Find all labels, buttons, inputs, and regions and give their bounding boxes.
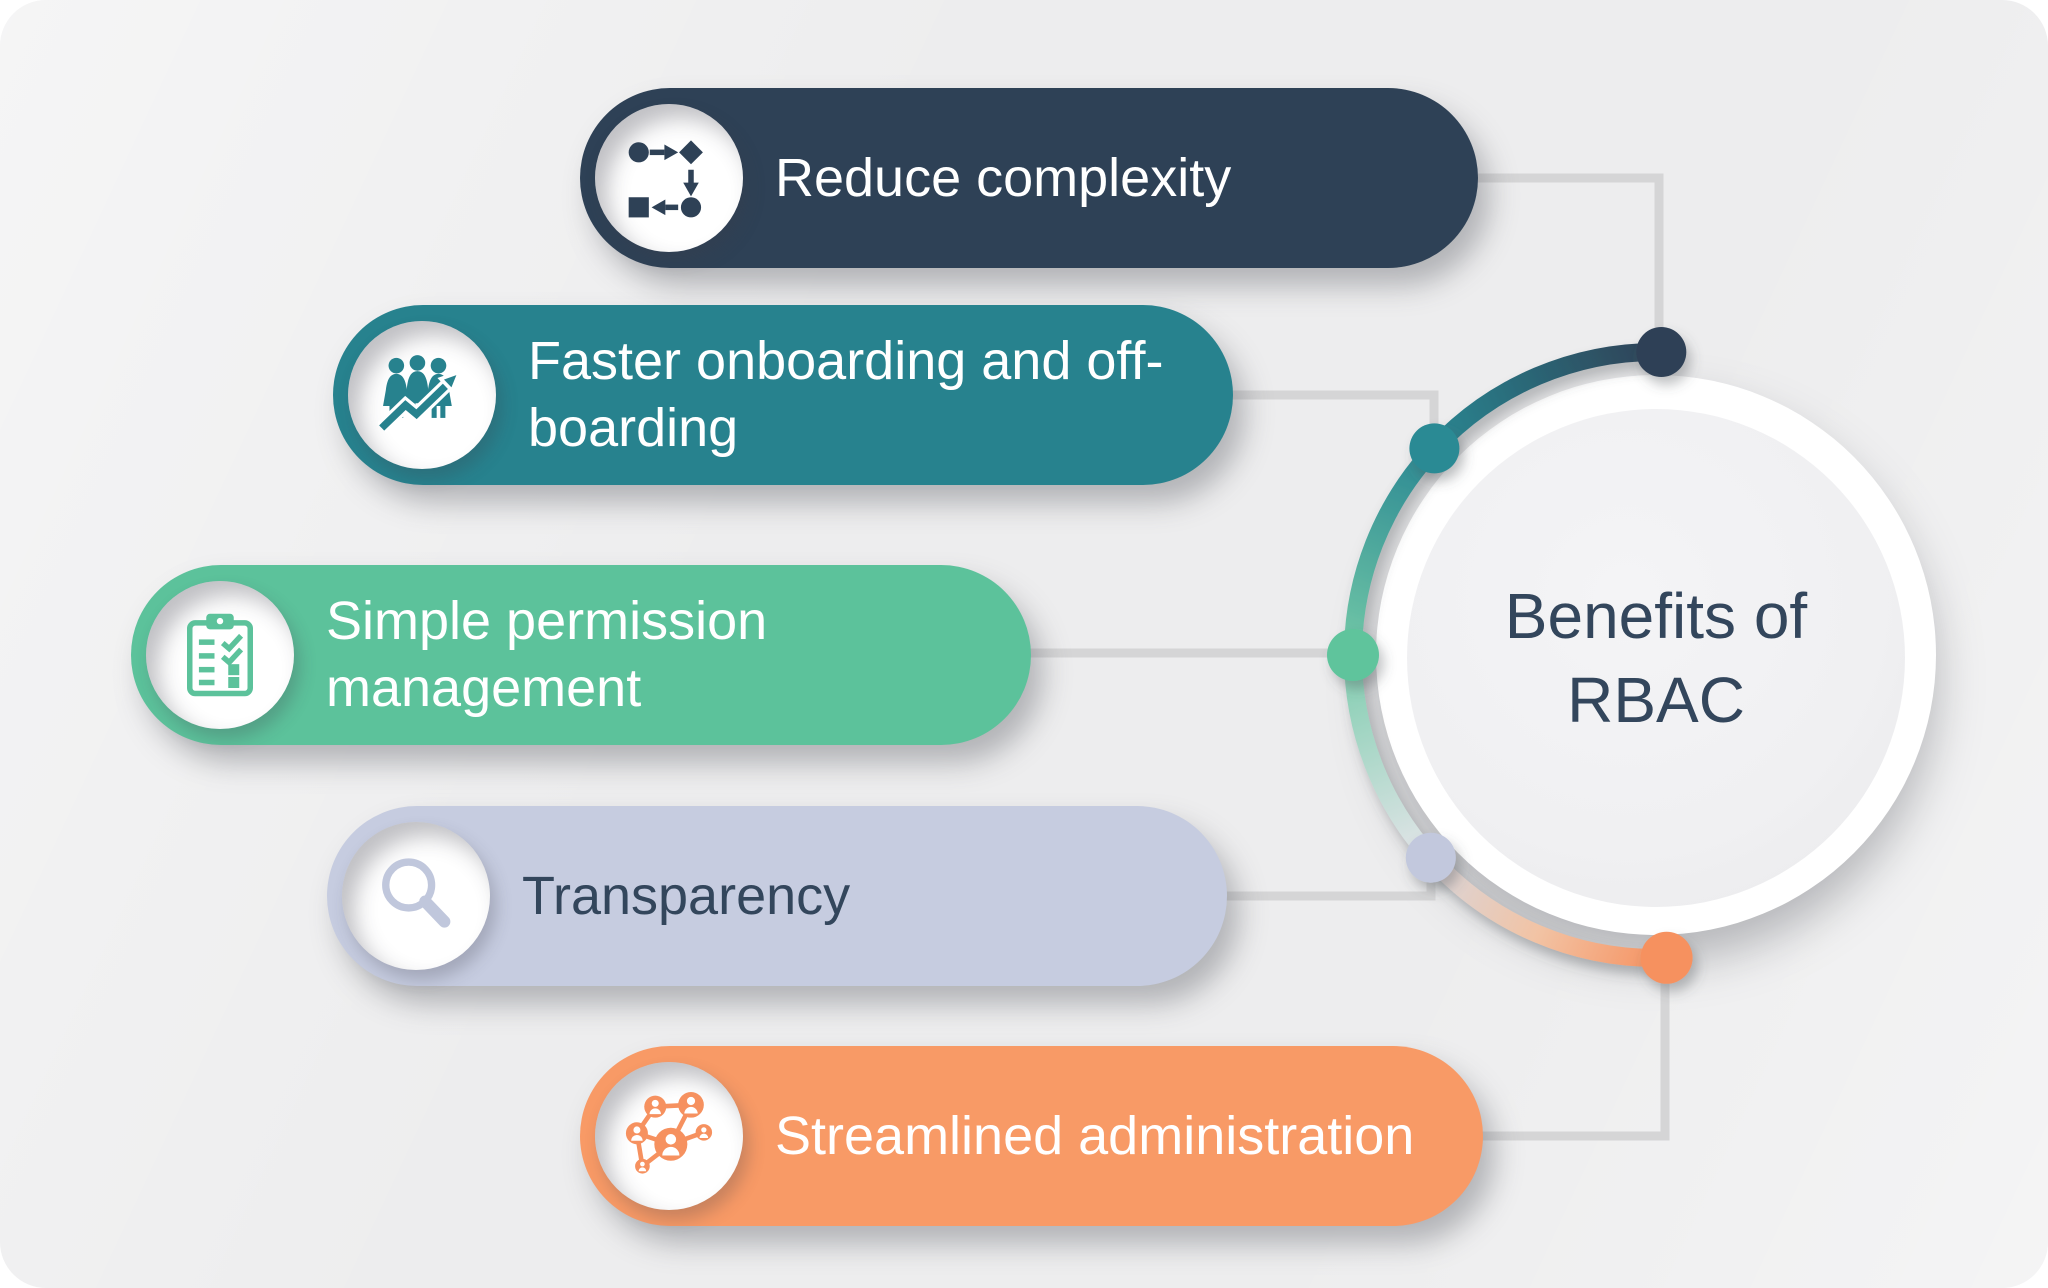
dot-streamlined-admin <box>1640 931 1693 984</box>
checklist-icon <box>146 581 294 729</box>
title-line-1: Benefits of <box>1504 579 1808 652</box>
benefit-label: Simple permission management <box>326 591 768 718</box>
page-title: Benefits of RBAC <box>1505 574 1807 743</box>
benefit-pill-simple-permission: Simple permission management <box>131 565 1031 745</box>
title-line-2: RBAC <box>1567 664 1745 736</box>
flowchart-icon <box>595 104 743 252</box>
benefit-pill-reduce-complexity: Reduce complexity <box>580 88 1478 268</box>
benefit-label: Streamlined administration <box>775 1105 1415 1166</box>
benefit-pill-streamlined-admin: Streamlined administration <box>580 1046 1483 1226</box>
connector-faster-onboarding <box>1200 390 1439 448</box>
benefit-label: Faster onboarding and off-boarding <box>528 331 1164 458</box>
center-circle-inner: Benefits of RBAC <box>1407 409 1905 907</box>
benefit-pill-transparency: Transparency <box>327 806 1227 986</box>
center-circle: Benefits of RBAC <box>1376 375 1936 935</box>
benefit-label: Reduce complexity <box>775 147 1232 208</box>
people-network-icon <box>595 1062 743 1210</box>
people-growth-icon <box>348 321 496 469</box>
benefit-pill-faster-onboarding: Faster onboarding and off-boarding <box>333 305 1233 485</box>
benefit-label: Transparency <box>522 865 851 926</box>
magnifier-icon <box>342 822 490 970</box>
dot-reduce-complexity <box>1636 327 1687 377</box>
connector-streamlined-admin <box>1470 958 1670 1141</box>
dot-simple-permission <box>1327 629 1379 681</box>
connector-reduce-complexity <box>1460 173 1664 352</box>
connector-transparency <box>1210 858 1436 901</box>
